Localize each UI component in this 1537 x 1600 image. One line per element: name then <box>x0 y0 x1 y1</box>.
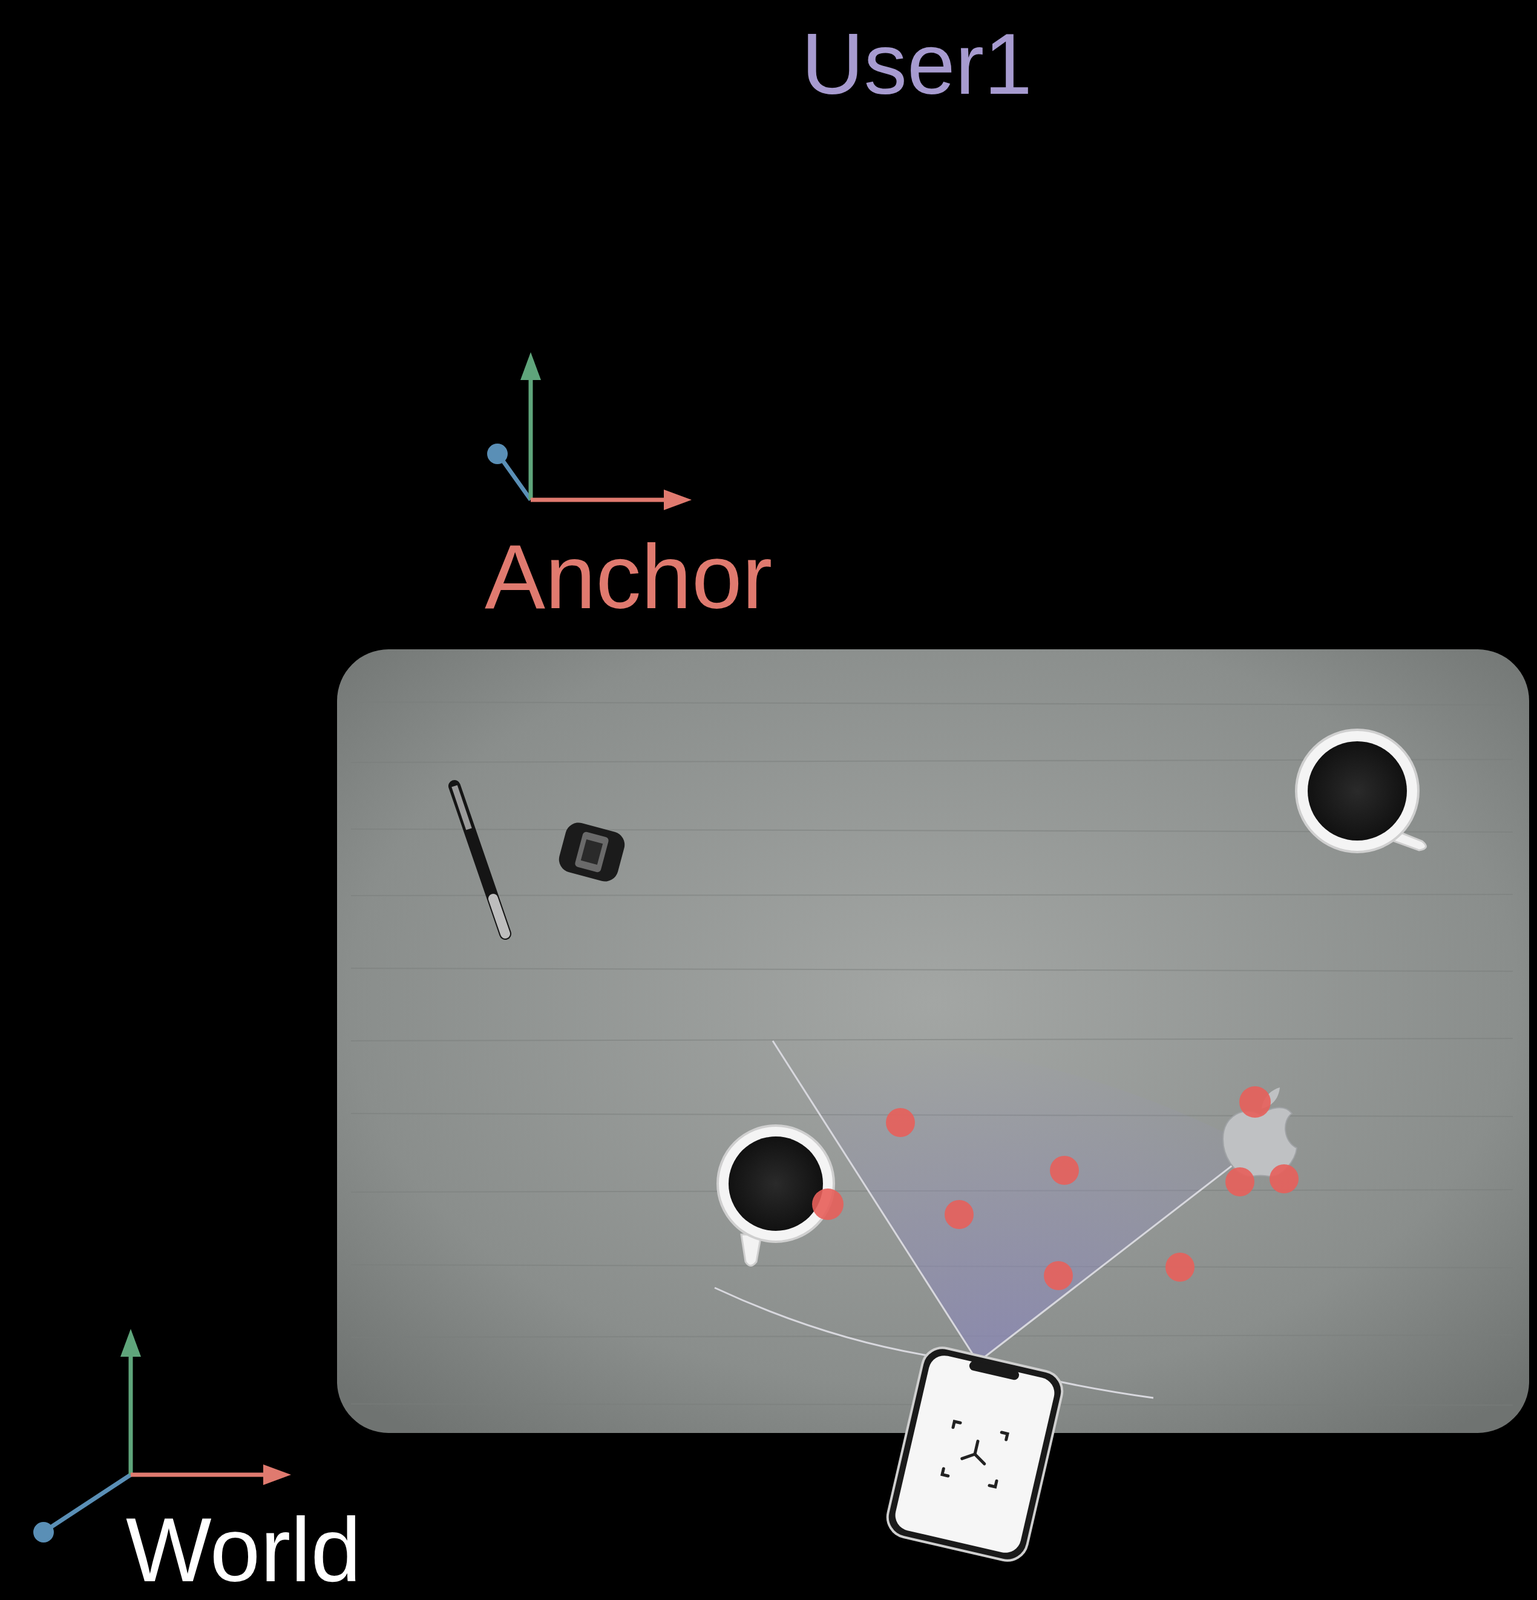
anchor-label: Anchor <box>484 531 773 623</box>
ink-bottle <box>556 819 628 885</box>
world-label: World <box>125 1504 362 1596</box>
anchor-axes <box>487 352 692 511</box>
user-label: User1 <box>801 20 1032 108</box>
coffee-cup <box>1296 729 1426 853</box>
pen <box>454 786 506 934</box>
frustum-edge <box>977 1147 1256 1363</box>
camera-frustum <box>772 1039 1256 1363</box>
wood-grain <box>350 701 1513 1406</box>
table-top <box>337 649 1530 1433</box>
phone <box>883 1343 1067 1565</box>
feature-points <box>812 1086 1299 1291</box>
